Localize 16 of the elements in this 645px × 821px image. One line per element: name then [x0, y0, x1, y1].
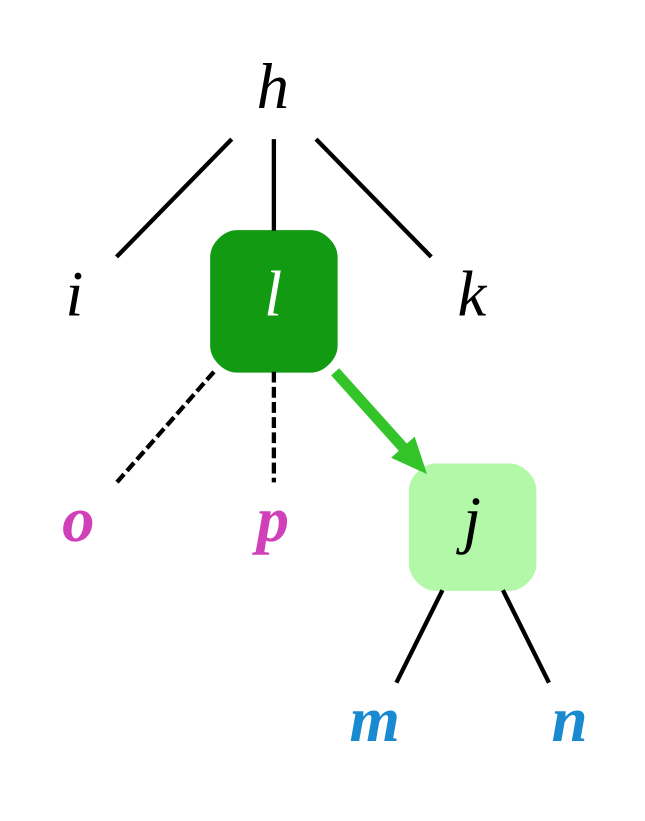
connector [272, 139, 276, 231]
connector [500, 589, 551, 684]
node-box: l [210, 230, 338, 373]
node-text: h [256, 50, 289, 123]
node-text: o [62, 484, 95, 556]
connector [114, 138, 234, 258]
node-text: k [458, 258, 486, 330]
connector [115, 370, 216, 484]
node-text: i [65, 258, 84, 330]
connector [394, 589, 444, 684]
arrow [331, 368, 427, 474]
connector [314, 138, 433, 258]
connector [272, 372, 276, 482]
node-box: j [408, 463, 536, 591]
node-text: m [350, 684, 400, 756]
node-text: n [552, 684, 588, 756]
